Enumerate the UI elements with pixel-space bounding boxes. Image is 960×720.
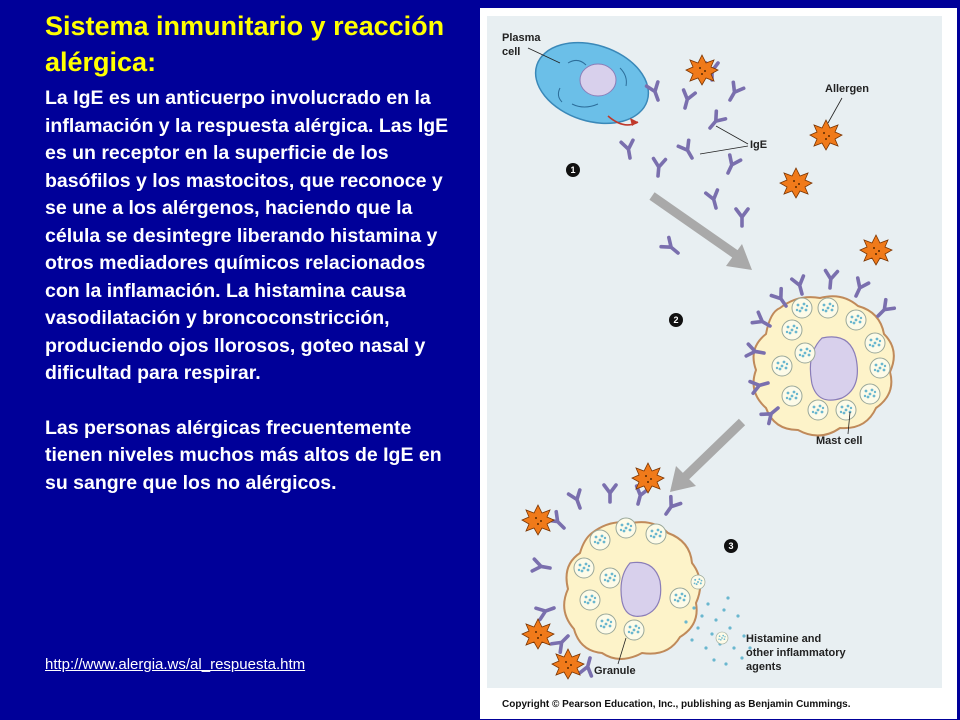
- granule-label: Granule: [594, 665, 636, 677]
- histamine-label-1: Histamine and: [746, 633, 821, 645]
- source-link[interactable]: http://www.alergia.ws/al_respuesta.htm: [45, 656, 306, 673]
- progress-arrow-1: [649, 192, 752, 270]
- plasma-cell-label-1: Plasma: [502, 32, 541, 44]
- svg-text:3: 3: [728, 541, 733, 551]
- progress-arrow-2: [670, 418, 746, 492]
- mast-cell-label: Mast cell: [816, 435, 862, 447]
- ige-label: IgE: [750, 139, 767, 151]
- degranulating-mast-cell: [563, 517, 702, 660]
- paragraph-ige: La IgE es un anticuerpo involucrado en l…: [45, 87, 449, 384]
- svg-text:2: 2: [673, 315, 678, 325]
- allergic-reaction-figure: Plasma cell Allergen IgE 1 2 3: [480, 8, 957, 719]
- copyright-notice: Copyright © Pearson Education, Inc., pub…: [502, 699, 851, 710]
- plasma-cell: [534, 41, 650, 125]
- slide-title: Sistema inmunitario y reacción alérgica:: [45, 11, 445, 77]
- histamine-release: [684, 574, 752, 666]
- allergen-label: Allergen: [825, 83, 869, 95]
- histamine-label-3: agents: [746, 661, 781, 673]
- mast-cell: [752, 295, 895, 437]
- plasma-cell-label-2: cell: [502, 46, 520, 58]
- paragraph-allergic-people: Las personas alérgicas frecuentemente ti…: [45, 416, 442, 494]
- step-2-marker: 2: [669, 313, 683, 327]
- histamine-label-2: other inflammatory: [746, 647, 847, 659]
- svg-text:1: 1: [570, 165, 575, 175]
- body-text: La IgE es un anticuerpo involucrado en l…: [45, 85, 455, 497]
- step-1-marker: 1: [566, 163, 580, 177]
- step-3-marker: 3: [724, 539, 738, 553]
